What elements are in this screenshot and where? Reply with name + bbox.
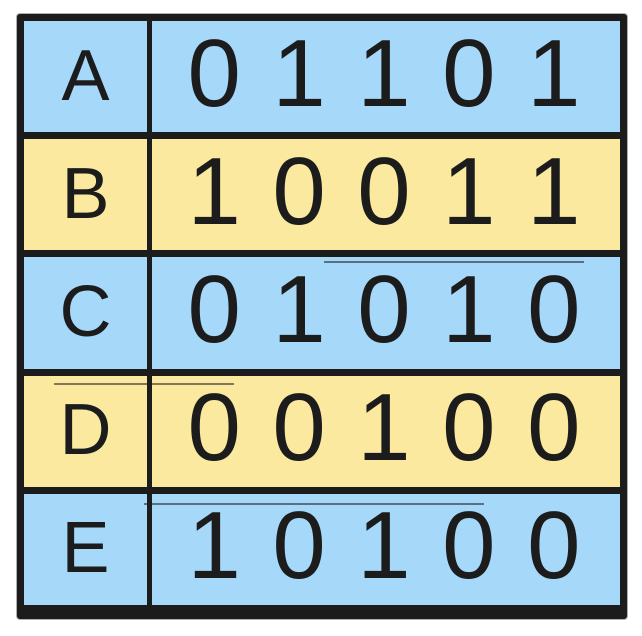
row-label-cell: E	[24, 493, 152, 606]
row-label: A	[61, 35, 110, 116]
bit-value: 1	[527, 137, 581, 245]
bit-value: 0	[442, 19, 496, 127]
bit-value: 0	[527, 256, 581, 363]
row-label: B	[61, 153, 110, 234]
bit-value: 1	[272, 19, 326, 127]
table-row: A 0 1 1 0 1	[24, 19, 620, 140]
bit-value: 0	[187, 19, 241, 127]
bit-value: 1	[272, 256, 326, 363]
bit-value: 1	[357, 374, 411, 482]
table-row: D 0 0 1 0 0	[24, 374, 620, 494]
row-bits-cell: 0 1 1 0 1	[152, 19, 620, 133]
row-label-cell: C	[24, 257, 152, 369]
row-label: C	[59, 272, 112, 352]
bit-value: 0	[187, 374, 241, 482]
table-row: C 0 1 0 1 0	[24, 256, 620, 376]
bit-value: 0	[442, 492, 496, 600]
bit-value: 0	[272, 374, 326, 482]
bit-value: 0	[357, 256, 411, 363]
bit-value: 1	[357, 492, 411, 600]
ink-streak	[20, 41, 22, 111]
row-label-cell: D	[24, 375, 152, 487]
bit-value: 0	[527, 492, 581, 600]
row-bits-cell: 0 0 1 0 0	[152, 374, 620, 487]
bit-value: 1	[442, 256, 496, 363]
row-label: E	[61, 508, 110, 589]
row-label: D	[59, 390, 112, 471]
bit-value: 1	[187, 137, 241, 245]
bit-value: 0	[272, 137, 326, 245]
row-bits-cell: 1 0 0 1 1	[152, 137, 620, 251]
bit-value: 0	[442, 374, 496, 482]
table-row: E 1 0 1 0 0	[24, 492, 620, 613]
table-row: B 1 0 0 1 1	[24, 137, 620, 258]
bit-value: 1	[527, 19, 581, 127]
bit-value: 0	[357, 137, 411, 245]
row-bits-cell: 0 1 0 1 0	[152, 256, 620, 369]
bit-table: A 0 1 1 0 1 B 1 0 0 1 1	[17, 14, 627, 619]
bit-value: 1	[187, 492, 241, 600]
row-label-cell: A	[24, 21, 152, 133]
bit-value: 0	[527, 374, 581, 482]
bit-value: 1	[357, 19, 411, 127]
bit-value: 0	[272, 492, 326, 600]
row-label-cell: B	[24, 139, 152, 251]
bit-value: 1	[442, 137, 496, 245]
bit-value: 0	[187, 256, 241, 363]
row-bits-cell: 1 0 1 0 0	[152, 492, 620, 606]
